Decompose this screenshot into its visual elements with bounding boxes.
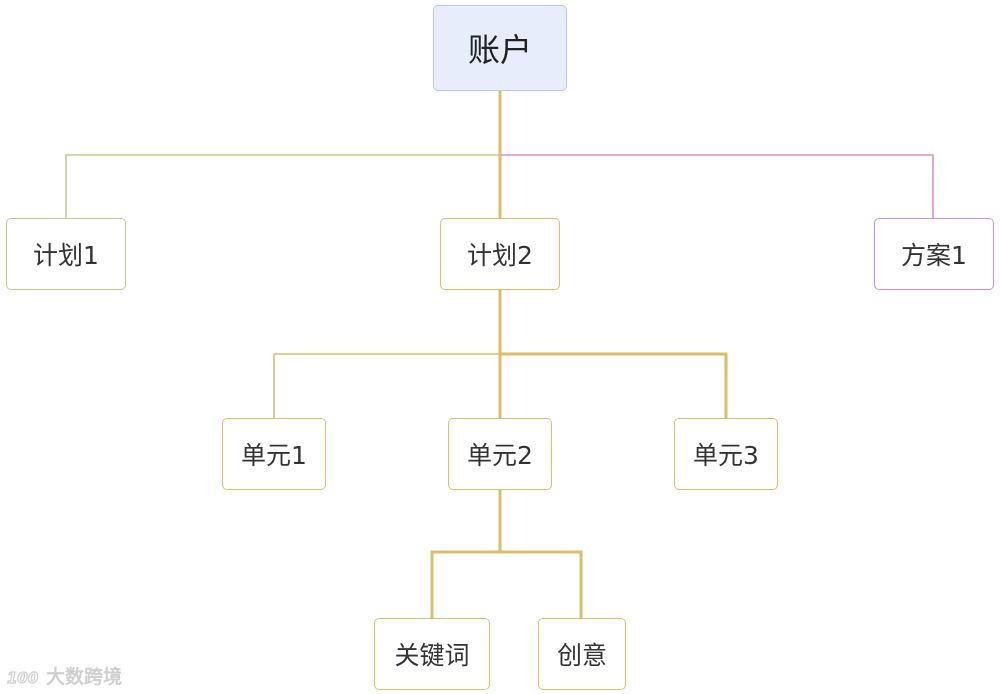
node-plan1[interactable]: 计划1 (6, 218, 126, 290)
connector-plan1 (65, 154, 500, 218)
connector-unit1 (273, 353, 500, 418)
svg-text:100: 100 (7, 669, 38, 687)
node-scheme1[interactable]: 方案1 (874, 218, 994, 290)
node-creative[interactable]: 创意 (538, 618, 626, 690)
watermark-logo-icon: 100 (6, 668, 39, 687)
watermark-text: 大数跨境 (46, 666, 123, 688)
connector-unit3 (500, 352, 728, 418)
node-plan2[interactable]: 计划2 (440, 218, 560, 290)
connector-scheme1 (500, 154, 934, 218)
connector-creative (500, 550, 583, 618)
connector-keyword (430, 550, 500, 618)
node-unit2[interactable]: 单元2 (448, 418, 552, 490)
node-unit1[interactable]: 单元1 (222, 418, 326, 490)
watermark: 100 大数跨境 (6, 662, 122, 689)
node-account[interactable]: 账户 (433, 5, 567, 91)
node-keyword[interactable]: 关键词 (374, 618, 490, 690)
node-unit3[interactable]: 单元3 (674, 418, 778, 490)
